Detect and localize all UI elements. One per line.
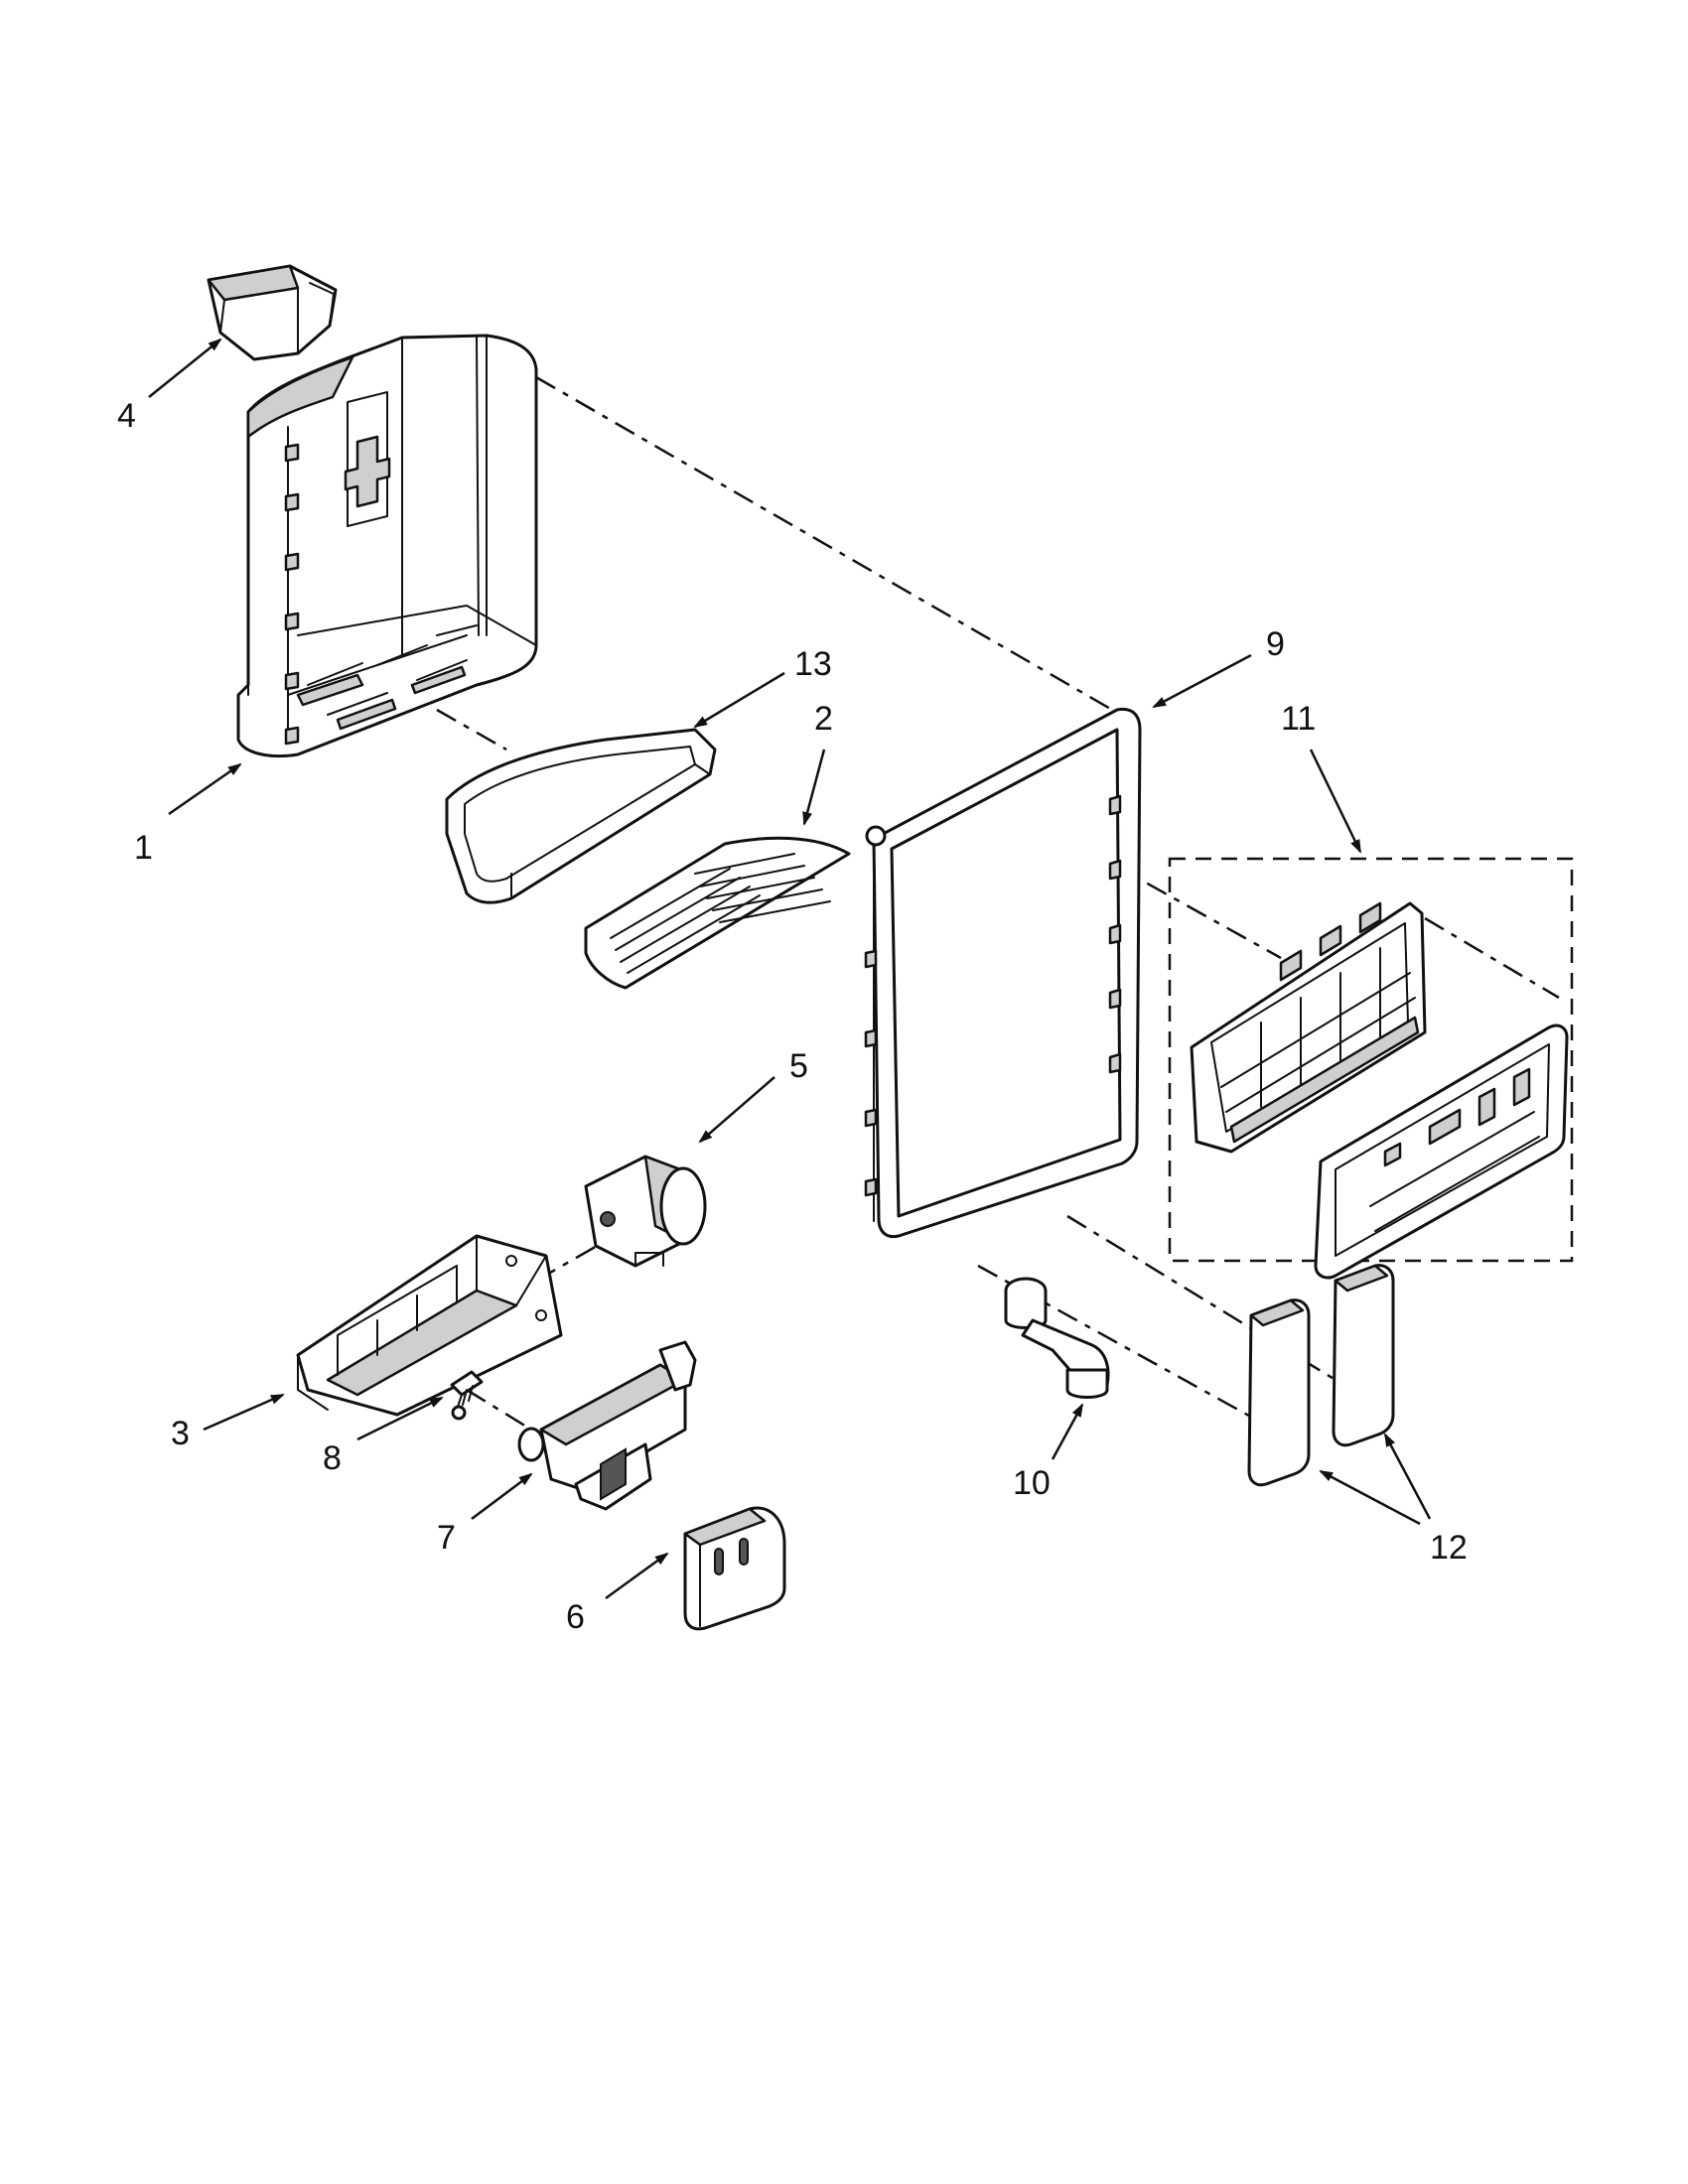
leader-4 [148, 338, 222, 398]
part-3-bracket [296, 1234, 563, 1417]
leader-10 [1051, 1403, 1084, 1460]
control-assembly-box [1168, 857, 1574, 1263]
leader-13 [693, 671, 785, 729]
part-13-tray [445, 728, 717, 904]
dashline-housing-tray [436, 708, 507, 751]
part-4-cup [207, 264, 338, 361]
part-11-bezel [1190, 901, 1427, 1154]
dashline-bezel-panel [1424, 916, 1560, 1000]
assembly-lines [436, 375, 1574, 1432]
leader-9 [1152, 653, 1252, 709]
leader-12b [1383, 1433, 1432, 1520]
part-9-frame [864, 707, 1142, 1239]
leader-5 [698, 1076, 775, 1144]
leader-6 [605, 1552, 669, 1600]
leader-12a [1319, 1469, 1421, 1526]
leader-3 [203, 1393, 285, 1432]
part-10-fitting [1004, 1277, 1110, 1399]
part-5-motor [584, 1155, 707, 1268]
callout-6: 6 [566, 1598, 585, 1636]
leader-2 [802, 749, 826, 826]
part-12-pads [1247, 1264, 1395, 1487]
callout-3: 3 [171, 1415, 190, 1452]
callout-13: 13 [794, 645, 832, 683]
callout-labels: 4 1 13 2 9 11 5 3 8 7 6 10 12 [117, 397, 1468, 1636]
part-2-grille [584, 836, 851, 990]
callout-4: 4 [117, 397, 136, 435]
callout-7: 7 [437, 1519, 456, 1557]
dashline-bracket-switch [466, 1388, 532, 1432]
callout-2: 2 [814, 700, 833, 738]
callout-9: 9 [1266, 625, 1285, 663]
leader-7 [471, 1472, 533, 1520]
leader-11 [1309, 749, 1362, 854]
callout-12: 12 [1430, 1529, 1468, 1567]
callout-11: 11 [1281, 700, 1316, 738]
callout-1: 1 [134, 829, 153, 867]
callout-leaders [148, 338, 1432, 1600]
dashline-frame-bezel [1066, 837, 1282, 960]
callout-8: 8 [323, 1439, 342, 1477]
leader-1 [168, 762, 242, 816]
part-6-pad [683, 1506, 786, 1631]
callout-10: 10 [1013, 1464, 1051, 1502]
part-11-panel [1314, 1024, 1569, 1280]
callout-5: 5 [789, 1047, 808, 1085]
part-7-switch [517, 1340, 697, 1511]
leader-8 [356, 1396, 444, 1441]
dashline-housing-frame [535, 375, 1113, 712]
part-1-housing [236, 334, 538, 758]
part-8-screw [450, 1370, 484, 1421]
